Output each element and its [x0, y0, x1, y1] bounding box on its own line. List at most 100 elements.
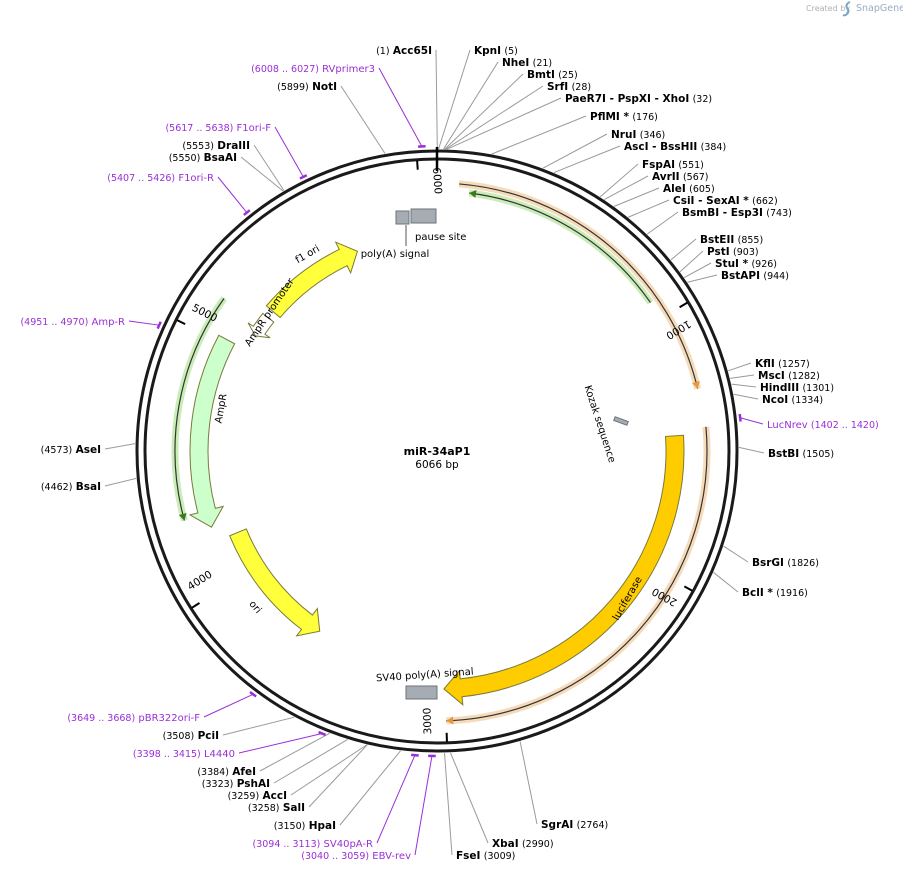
- site-srfi[interactable]: SrfI (28): [547, 81, 591, 93]
- site-bstbi[interactable]: BstBI (1505): [768, 448, 834, 460]
- site-asei[interactable]: (4573) AseI: [41, 444, 101, 456]
- site-position: (1916): [776, 588, 808, 599]
- tick-mark: [679, 301, 688, 309]
- primer-name: F1ori-F: [237, 123, 272, 134]
- primer-l4440[interactable]: (3398 .. 3415) L4440: [133, 749, 235, 760]
- orf-arrowhead-icon: [178, 513, 187, 521]
- primer-f1ori-r[interactable]: (5407 .. 5426) F1ori-R: [107, 173, 214, 184]
- feature-sv40-poly-a-signal[interactable]: [405, 685, 438, 700]
- site-acc65i[interactable]: (1) Acc65I: [376, 45, 432, 57]
- orf-line: [174, 297, 225, 521]
- site-leader-noti: [340, 85, 386, 154]
- site-nhei[interactable]: NheI (21): [502, 57, 552, 69]
- site-ncoi[interactable]: NcoI (1334): [762, 394, 823, 406]
- site-position: (1257): [778, 359, 810, 370]
- site-leader-bmti: [444, 73, 524, 150]
- site-kfli[interactable]: KflI (1257): [755, 358, 810, 370]
- site-fspai[interactable]: FspAI (551): [642, 159, 704, 171]
- site-draiii[interactable]: (5553) DraIII: [182, 140, 250, 152]
- site-kpni[interactable]: KpnI (5): [474, 45, 518, 57]
- site-bstapi[interactable]: BstAPI (944): [721, 270, 789, 282]
- primer-mark-f1ori-r: [243, 209, 251, 216]
- feature-ampr-promoter[interactable]: [247, 312, 275, 339]
- primer-f1ori-f[interactable]: (5617 .. 5638) F1ori-F: [165, 123, 271, 134]
- site-leader-fsei: [444, 752, 453, 856]
- site-name: NheI: [502, 57, 529, 69]
- primer-position: (4951 .. 4970): [20, 317, 88, 328]
- feature-poly-a-signal[interactable]: [395, 210, 410, 225]
- site-paer7i-pspxi-xhoi[interactable]: PaeR7I - PspXI - XhoI (32): [565, 93, 712, 105]
- orf-halo: [458, 180, 702, 390]
- site-avrii[interactable]: AvrII (567): [652, 171, 708, 183]
- feature-arrow: [247, 312, 275, 339]
- site-name: SrfI: [547, 81, 568, 93]
- site-bmti[interactable]: BmtI (25): [527, 69, 578, 81]
- primer-mark-amp-r: [156, 321, 162, 330]
- site-position: (21): [533, 58, 553, 69]
- feature-label-ampr: AmpR: [214, 393, 230, 424]
- site-xbai[interactable]: XbaI (2990): [492, 838, 554, 850]
- site-name: NcoI: [762, 394, 788, 406]
- site-nrui[interactable]: NruI (346): [611, 129, 665, 141]
- site-bsrgi[interactable]: BsrGI (1826): [752, 557, 819, 569]
- site-pcii[interactable]: (3508) PciI: [163, 730, 219, 742]
- site-noti[interactable]: (5899) NotI: [277, 81, 337, 93]
- site-leader-sali: [308, 744, 368, 808]
- feature-ori[interactable]: [228, 528, 321, 637]
- site-position: (1): [376, 46, 389, 57]
- site-bsmbi-esp3i[interactable]: BsmBI - Esp3I (743): [682, 207, 792, 219]
- site-position: (3258): [248, 803, 280, 814]
- primer-mark-sv40pa-r: [411, 753, 419, 757]
- tick-label: 4000: [186, 569, 215, 594]
- site-position: (28): [572, 82, 592, 93]
- feature-f1-ori[interactable]: [265, 241, 359, 319]
- primer-leader-lucnrev: [740, 417, 764, 425]
- primer-mark-lucnrev: [738, 413, 742, 422]
- primer-pbr322ori-f[interactable]: (3649 .. 3668) pBR322ori-F: [67, 713, 200, 724]
- primer-sv40pa-r[interactable]: (3094 .. 3113) SV40pA-R: [253, 839, 374, 850]
- site-bsai[interactable]: (4462) BsaI: [41, 481, 101, 493]
- site-csii-sexai[interactable]: CsiI - SexAI * (662): [673, 195, 778, 207]
- site-bsaai[interactable]: (5550) BsaAI: [169, 152, 237, 164]
- site-fsei[interactable]: FseI (3009): [456, 850, 515, 862]
- site-bcli[interactable]: BclI * (1916): [742, 587, 808, 599]
- primer-leader-pbr322ori-f: [203, 693, 254, 718]
- site-leader-bsaai: [240, 156, 284, 192]
- site-name: BsaI: [76, 481, 101, 493]
- feature-luciferase[interactable]: [443, 434, 685, 706]
- primer-lucnrev[interactable]: LucNrev (1402 .. 1420): [767, 420, 879, 431]
- site-hindiii[interactable]: HindIII (1301): [760, 382, 834, 394]
- primer-amp-r[interactable]: (4951 .. 4970) Amp-R: [20, 317, 125, 328]
- site-msci[interactable]: MscI (1282): [758, 370, 820, 382]
- feature-kozak-sequence[interactable]: [613, 416, 629, 426]
- site-psti[interactable]: PstI (903): [707, 246, 759, 258]
- site-name: DraIII: [217, 140, 250, 152]
- tick-label: 2000: [650, 585, 679, 608]
- site-name: AccI: [263, 790, 287, 802]
- site-afei[interactable]: (3384) AfeI: [197, 766, 256, 778]
- site-acci[interactable]: (3259) AccI: [228, 790, 287, 802]
- site-pshai[interactable]: (3323) PshAI: [202, 778, 270, 790]
- site-position: (743): [766, 208, 792, 219]
- site-name: BclI *: [742, 587, 773, 599]
- site-hpai[interactable]: (3150) HpaI: [274, 820, 336, 832]
- primer-position: (3649 .. 3668): [67, 713, 135, 724]
- site-asci-bsshii[interactable]: AscI - BssHII (384): [624, 141, 726, 153]
- site-position: (32): [693, 94, 713, 105]
- site-sgrai[interactable]: SgrAI (2764): [541, 819, 608, 831]
- site-position: (5550): [169, 153, 201, 164]
- site-alei[interactable]: AleI (605): [663, 183, 715, 195]
- site-name: BsaAI: [204, 152, 237, 164]
- site-bsteii[interactable]: BstEII (855): [700, 234, 763, 246]
- feature-pause-site[interactable]: [410, 208, 437, 224]
- site-stui[interactable]: StuI * (926): [715, 258, 777, 270]
- site-position: (1301): [802, 383, 834, 394]
- tick-mark: [416, 160, 419, 170]
- feature-ampr[interactable]: [188, 334, 236, 528]
- site-sali[interactable]: (3258) SalI: [248, 802, 305, 814]
- site-pflmi[interactable]: PflMI * (176): [590, 111, 658, 123]
- primer-ebv-rev[interactable]: (3040 .. 3059) EBV-rev: [301, 851, 411, 862]
- primer-rvprimer3[interactable]: (6008 .. 6027) RVprimer3: [251, 64, 375, 75]
- tick-mark: [683, 585, 693, 592]
- site-leader-kfli: [727, 362, 752, 372]
